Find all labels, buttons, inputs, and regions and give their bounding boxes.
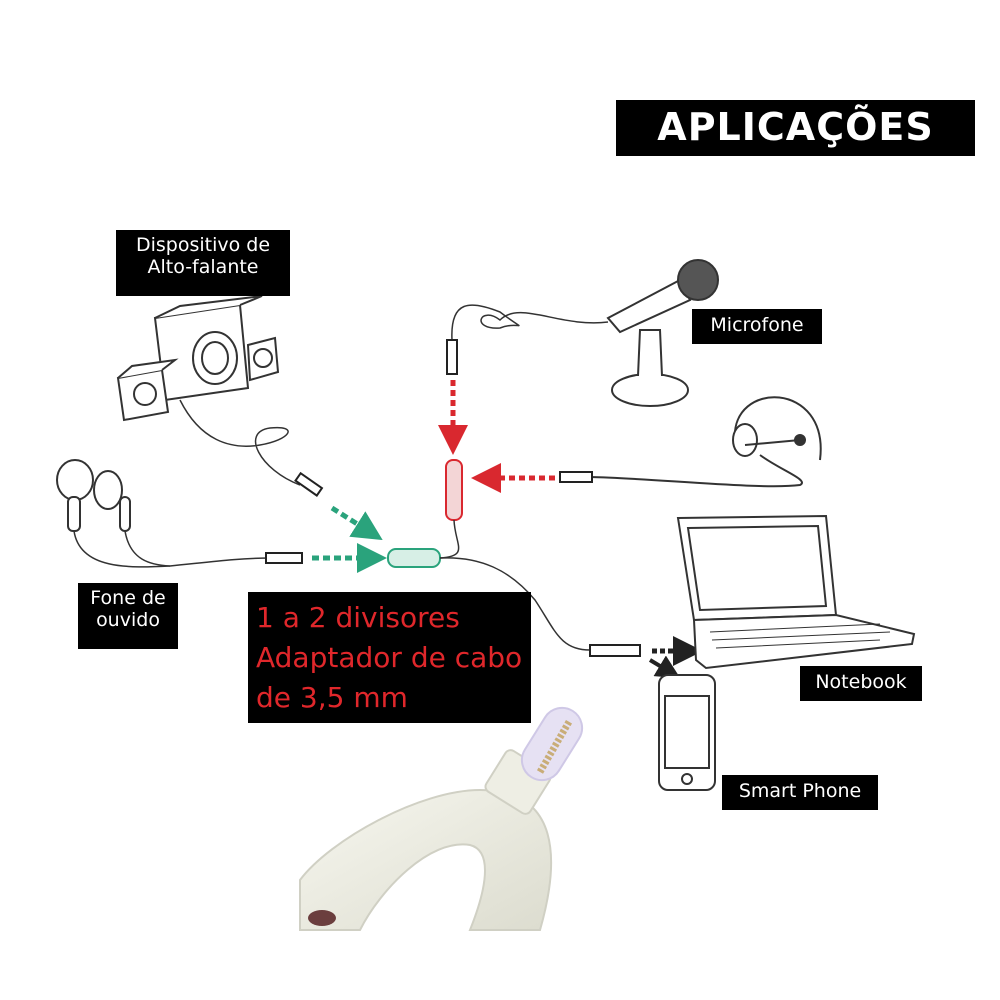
earbuds-icon: [57, 460, 130, 531]
output-arrow-speaker: [332, 508, 370, 532]
speaker-label: Dispositivo de Alto-falante: [116, 230, 290, 296]
product-description-label: 1 a 2 divisores Adaptador de cabo de 3,5…: [248, 592, 531, 723]
speaker-set-icon: [118, 296, 278, 420]
y-splitter-adapter-icon: [300, 700, 590, 930]
product-line-3: de 3,5 mm: [256, 678, 531, 718]
page-title: APLICAÇÕES: [616, 100, 975, 156]
product-line-2: Adaptador de cabo: [256, 638, 531, 678]
product-line-1: 1 a 2 divisores: [256, 598, 531, 638]
laptop-icon: [678, 516, 914, 668]
microphone-label: Microfone: [692, 309, 822, 344]
output-arrow-smartphone: [650, 660, 670, 672]
smartphone-label: Smart Phone: [722, 775, 878, 810]
notebook-label: Notebook: [800, 666, 922, 701]
input-splitter-icon: [446, 460, 462, 520]
earphone-label-line-2: ouvido: [78, 610, 178, 632]
output-splitter-icon: [388, 549, 440, 567]
earphone-label-line-1: Fone de: [78, 588, 178, 610]
speaker-label-line-2: Alto-falante: [116, 257, 290, 279]
speaker-label-line-1: Dispositivo de: [116, 235, 290, 257]
earphone-label: Fone de ouvido: [78, 583, 178, 649]
headset-microphone-icon: [590, 397, 821, 486]
smartphone-icon: [659, 675, 715, 790]
